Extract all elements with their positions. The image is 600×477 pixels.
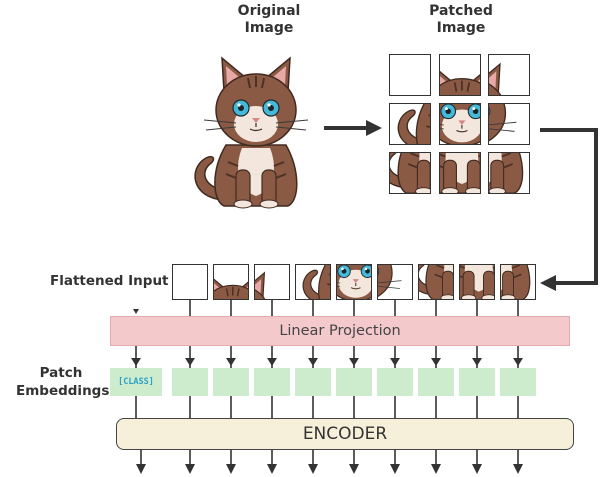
encoder-block: ENCODER (116, 418, 574, 450)
class-token-label: [CLASS] (118, 377, 154, 387)
flat-patch-4 (295, 264, 331, 300)
flattened-input-label: Flattened Input (50, 273, 169, 289)
patch-embedding (377, 368, 413, 396)
patch-embedding (459, 368, 495, 396)
encoder-label: ENCODER (302, 424, 388, 444)
patch-1-2 (439, 54, 481, 96)
patch-3-1 (389, 152, 431, 194)
patch-embedding (336, 368, 372, 396)
patch-1-3 (488, 54, 530, 96)
linear-projection-block: Linear Projection (110, 316, 570, 346)
flat-patch-8 (459, 264, 495, 300)
arrow-elbow-icon (540, 128, 598, 291)
patch-3-3 (488, 152, 530, 194)
flat-patch-1 (172, 264, 208, 300)
linear-projection-label: Linear Projection (279, 323, 401, 339)
patch-2-1 (389, 103, 431, 145)
flat-patch-2 (213, 264, 249, 300)
original-image-title: Original Image (237, 3, 301, 36)
flat-patch-3 (254, 264, 290, 300)
patch-embeddings-label: Patch Embeddings (16, 365, 110, 399)
patch-embedding (295, 368, 331, 396)
patch-embedding (172, 368, 208, 396)
flat-patch-6 (377, 264, 413, 300)
flat-patch-7 (418, 264, 454, 300)
patched-image-title: Patched Image (429, 3, 493, 36)
patch-2-3 (488, 103, 530, 145)
patch-embedding (254, 368, 290, 396)
flat-patch-9 (500, 264, 536, 300)
patch-2-2 (439, 103, 481, 145)
patch-embedding (213, 368, 249, 396)
patch-embedding (500, 368, 536, 396)
class-token: [CLASS] (110, 368, 162, 396)
patch-embedding (418, 368, 454, 396)
arrow-right-icon (324, 120, 382, 136)
patch-1-1 (389, 54, 431, 96)
flat-patch-5 (336, 264, 372, 300)
patch-3-2 (439, 152, 481, 194)
